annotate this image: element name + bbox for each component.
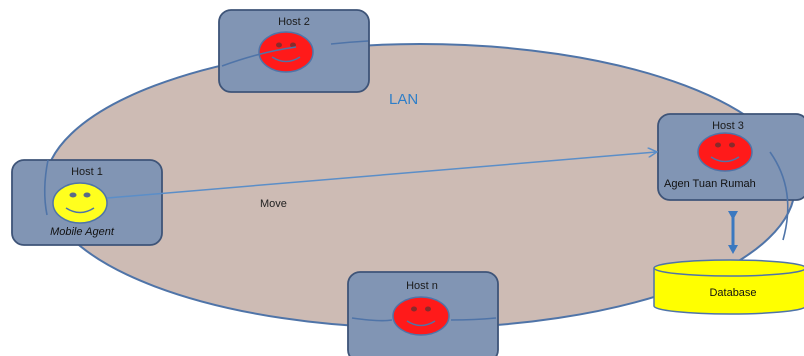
smiley-face-icon [392,296,450,336]
lan-label: LAN [389,91,418,108]
lan-ring-overlay [221,46,297,67]
host-title: Host 3 [712,120,744,132]
database-icon [653,259,804,315]
move-label: Move [260,198,287,210]
smiley-face-icon [52,182,108,224]
lan-ring-overlay [330,40,369,45]
lan-ring-overlay [769,151,789,241]
host-title: Host 1 [71,166,103,178]
host-subtitle: Agen Tuan Rumah [664,178,756,190]
host-title: Host n [406,280,438,292]
smiley-face-icon [697,132,753,172]
lan-ring-overlay [351,317,393,322]
host-2-node: Host 2 [218,9,370,93]
host-3-node: Host 3 Agen Tuan Rumah [657,113,804,201]
host-n-node: Host n [347,271,499,356]
host-subtitle: Mobile Agent [50,226,115,238]
lan-ring-overlay [43,159,49,216]
database-label: Database [709,287,756,299]
host-title: Host 2 [278,16,310,28]
host-1-node: Host 1 Mobile Agent [11,159,163,246]
move-arrow [106,152,656,199]
lan-ring-overlay [450,317,497,321]
smiley-face-icon [258,31,314,73]
